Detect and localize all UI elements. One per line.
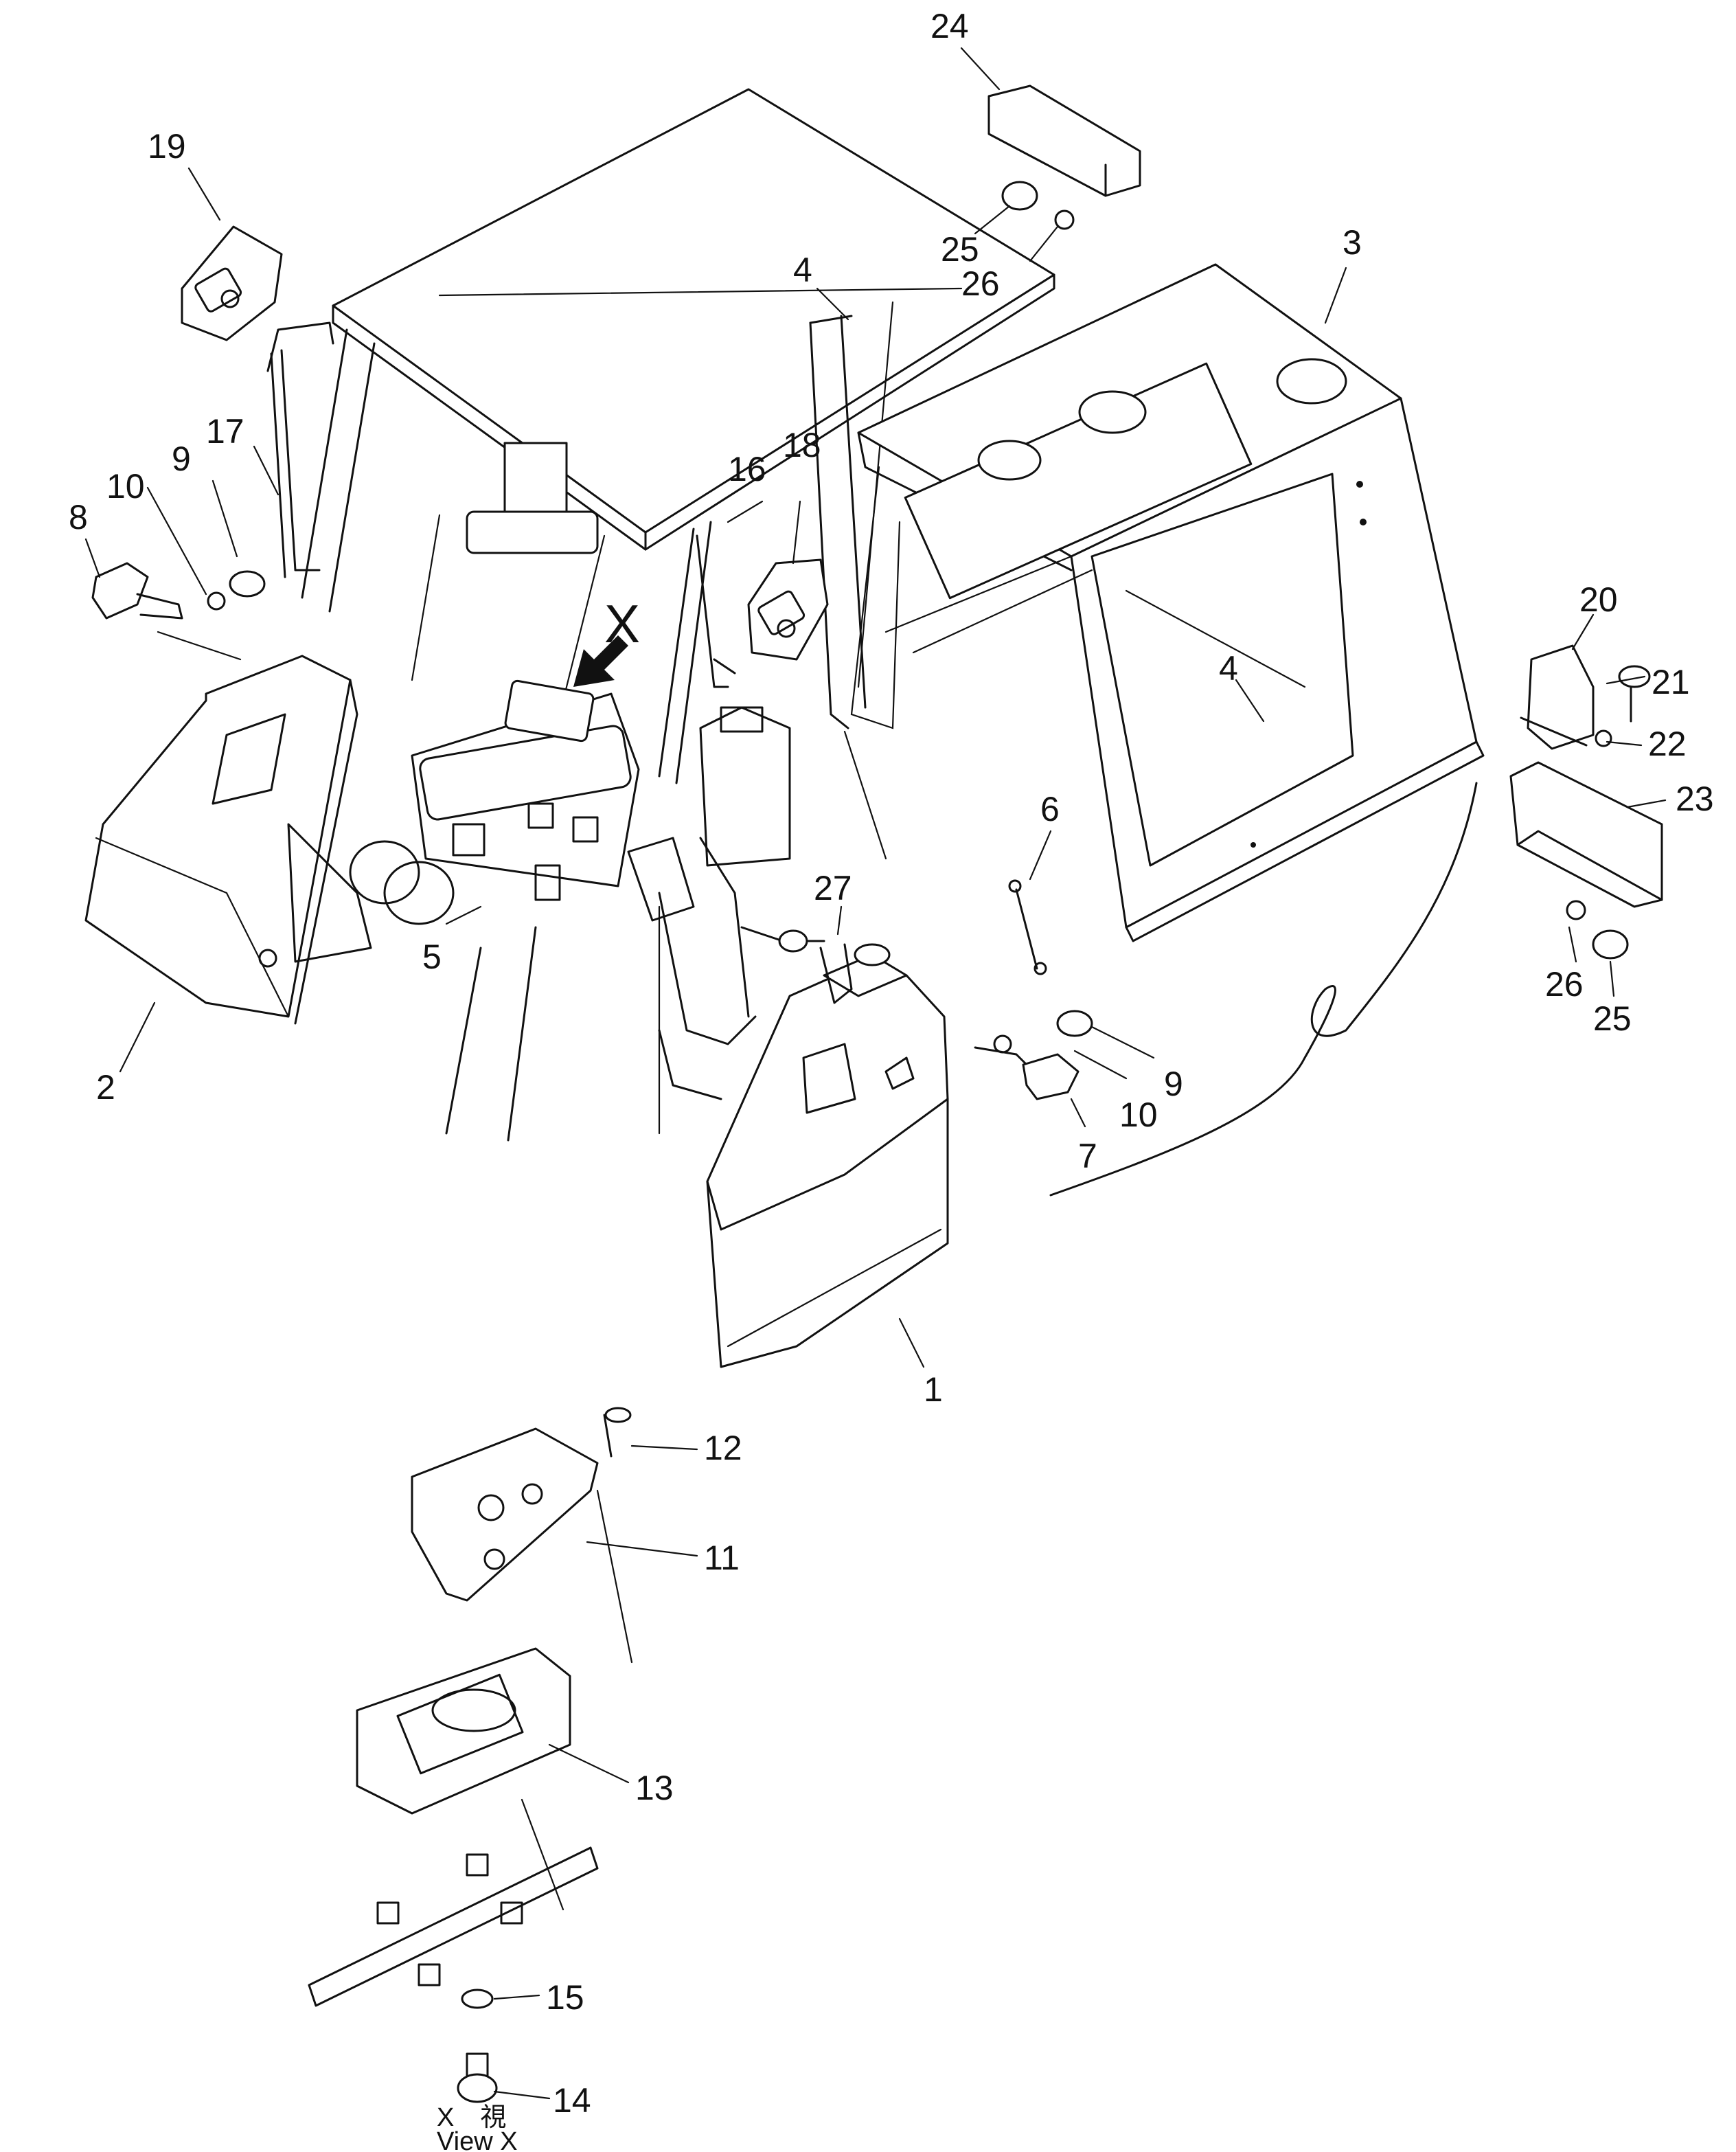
callout-labels: 24 19 3 25 26 4 17 9 10 8 16 18 20 21 4 … xyxy=(69,7,1714,2120)
caption-line-2: View X xyxy=(437,2127,518,2152)
bracket-7 xyxy=(974,1010,1093,1100)
callout-17: 17 xyxy=(206,412,244,451)
callout-6: 6 xyxy=(1040,790,1060,828)
callout-9: 9 xyxy=(172,440,191,478)
bracket-27 xyxy=(740,926,891,1004)
rear-canopy-frame xyxy=(850,263,1485,942)
callout-18: 18 xyxy=(783,426,821,464)
callout-7: 7 xyxy=(1078,1137,1097,1175)
callout-4: 4 xyxy=(793,251,812,289)
callout-24: 24 xyxy=(930,7,969,45)
callout-8: 8 xyxy=(69,498,88,536)
linkage-rod xyxy=(1008,879,1047,975)
housing-13 xyxy=(356,1489,633,1815)
wire-loop xyxy=(1049,782,1478,1197)
callout-2: 2 xyxy=(96,1068,115,1107)
callout-9b: 9 xyxy=(1164,1065,1183,1103)
right-fender xyxy=(706,953,949,1368)
caption-line-1: X 視 xyxy=(437,2103,506,2132)
mirror-right xyxy=(696,534,829,688)
callout-16: 16 xyxy=(728,450,766,488)
bar-14-15 xyxy=(308,1798,599,2103)
callout-3: 3 xyxy=(1343,223,1362,262)
bracket-8 xyxy=(91,562,266,661)
callout-5: 5 xyxy=(422,938,442,976)
bracket-20 xyxy=(1520,644,1651,750)
view-mark: X xyxy=(604,593,640,654)
callout-23: 23 xyxy=(1676,780,1714,818)
dashboard-steering xyxy=(349,679,640,1142)
center-console xyxy=(627,706,791,1135)
view-arrow-x: X xyxy=(573,593,640,687)
guard-23 xyxy=(1509,761,1663,960)
cover-11 xyxy=(411,1407,632,1602)
callout-26: 26 xyxy=(961,264,1000,303)
callout-1: 1 xyxy=(924,1370,943,1409)
callout-20: 20 xyxy=(1579,580,1618,619)
callout-21: 21 xyxy=(1652,663,1690,701)
plate-24 xyxy=(987,84,1141,230)
callout-11: 11 xyxy=(704,1539,740,1577)
cab-front-pillars xyxy=(301,328,712,784)
callout-22: 22 xyxy=(1648,725,1687,763)
callout-25b: 25 xyxy=(1593,999,1632,1038)
callout-10: 10 xyxy=(106,467,145,506)
callout-14: 14 xyxy=(553,2081,591,2120)
left-fender xyxy=(84,655,372,1025)
callout-13: 13 xyxy=(635,1769,674,1807)
callout-26b: 26 xyxy=(1545,965,1584,1004)
callout-12: 12 xyxy=(704,1429,742,1467)
callout-15: 15 xyxy=(546,1978,584,2017)
callout-27: 27 xyxy=(814,869,852,907)
leader-lines xyxy=(84,47,1667,2100)
callout-19: 19 xyxy=(148,127,186,166)
callout-25: 25 xyxy=(941,230,979,269)
view-caption: X 視 View X xyxy=(437,2103,518,2152)
callout-10b: 10 xyxy=(1119,1096,1158,1134)
callout-4b: 4 xyxy=(1219,649,1238,688)
mirror-left xyxy=(181,225,334,578)
